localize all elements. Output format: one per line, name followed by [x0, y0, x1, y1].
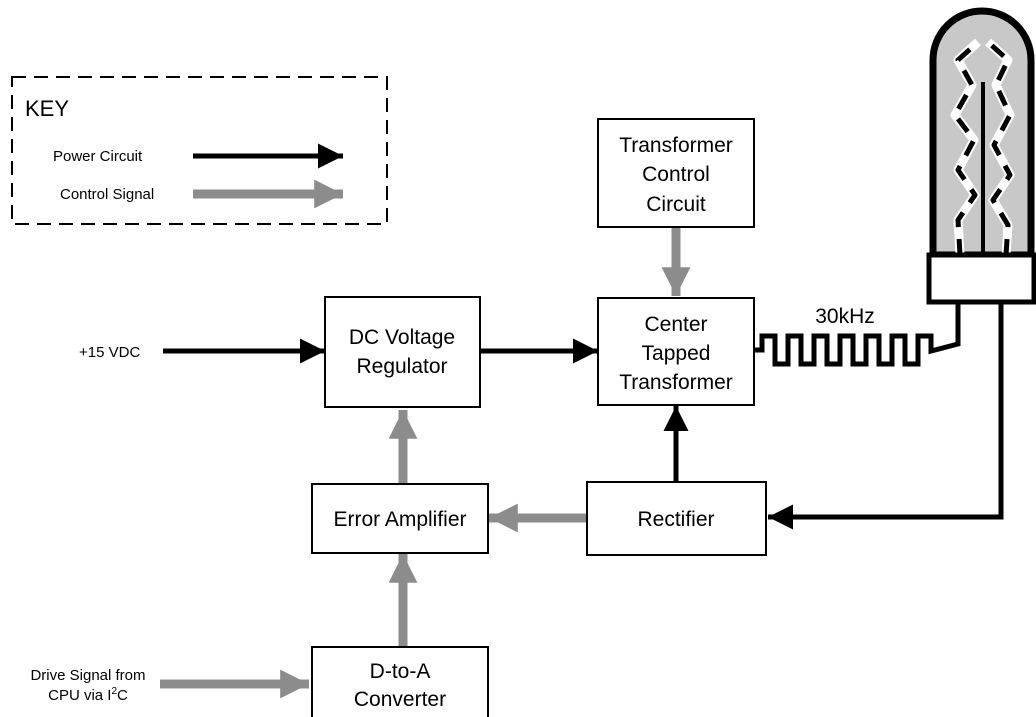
block-transformer-control: Transformer Control Circuit — [597, 118, 755, 228]
lamp-base — [926, 252, 1036, 305]
key-control-label: Control Signal — [60, 186, 154, 203]
key-legend: KEY Power Circuit Control Signal — [11, 76, 388, 225]
center-tapped-box — [597, 297, 755, 406]
drive-line2-suffix: C — [117, 687, 128, 704]
block-dac: D-to-A Converter — [311, 646, 489, 717]
dac-box — [311, 646, 489, 717]
connections — [160, 228, 1004, 699]
dc-regulator-line2: Regulator — [356, 355, 447, 378]
key-power-label: Power Circuit — [53, 148, 143, 165]
frequency-label: 30kHz — [815, 305, 875, 328]
transformer-control-line1: Transformer — [619, 134, 733, 157]
dc-regulator-box — [324, 296, 481, 408]
error-amplifier-label: Error Amplifier — [333, 508, 466, 531]
block-rectifier: Rectifier — [586, 481, 767, 556]
transformer-control-line2: Control — [642, 163, 710, 186]
center-tapped-line3: Transformer — [619, 371, 733, 394]
block-center-tapped: Center Tapped Transformer — [597, 297, 755, 406]
block-error-amplifier: Error Amplifier — [311, 483, 489, 554]
lamp-feedback-wire — [768, 300, 1004, 530]
lamp-arc-right — [986, 40, 1013, 256]
block-dc-regulator: DC Voltage Regulator — [324, 296, 481, 408]
transformer-control-box — [597, 118, 755, 228]
uv-lamp — [926, 7, 1036, 305]
key-title: KEY — [25, 96, 69, 121]
transformer-control-line3: Circuit — [646, 193, 706, 216]
key-border — [11, 76, 388, 225]
dc-regulator-line1: DC Voltage — [349, 326, 455, 349]
ac-30khz-waveform — [753, 300, 961, 367]
drive-signal-line2: CPU via I2C — [48, 686, 128, 704]
center-tapped-line1: Center — [644, 313, 707, 336]
error-amplifier-box — [311, 483, 489, 554]
center-tapped-line2: Tapped — [642, 342, 711, 365]
vdc-label: +15 VDC — [79, 344, 140, 361]
drive-signal-line1: Drive Signal from — [30, 667, 145, 684]
rectifier-label: Rectifier — [637, 508, 714, 531]
lamp-arc-left-glow — [950, 38, 982, 256]
drive-line2-sup: 2 — [111, 686, 117, 697]
dac-line1: D-to-A — [370, 660, 431, 683]
dac-line2: Converter — [354, 688, 446, 711]
drive-line2-prefix: CPU via I — [48, 687, 111, 704]
rectifier-box — [586, 481, 767, 556]
